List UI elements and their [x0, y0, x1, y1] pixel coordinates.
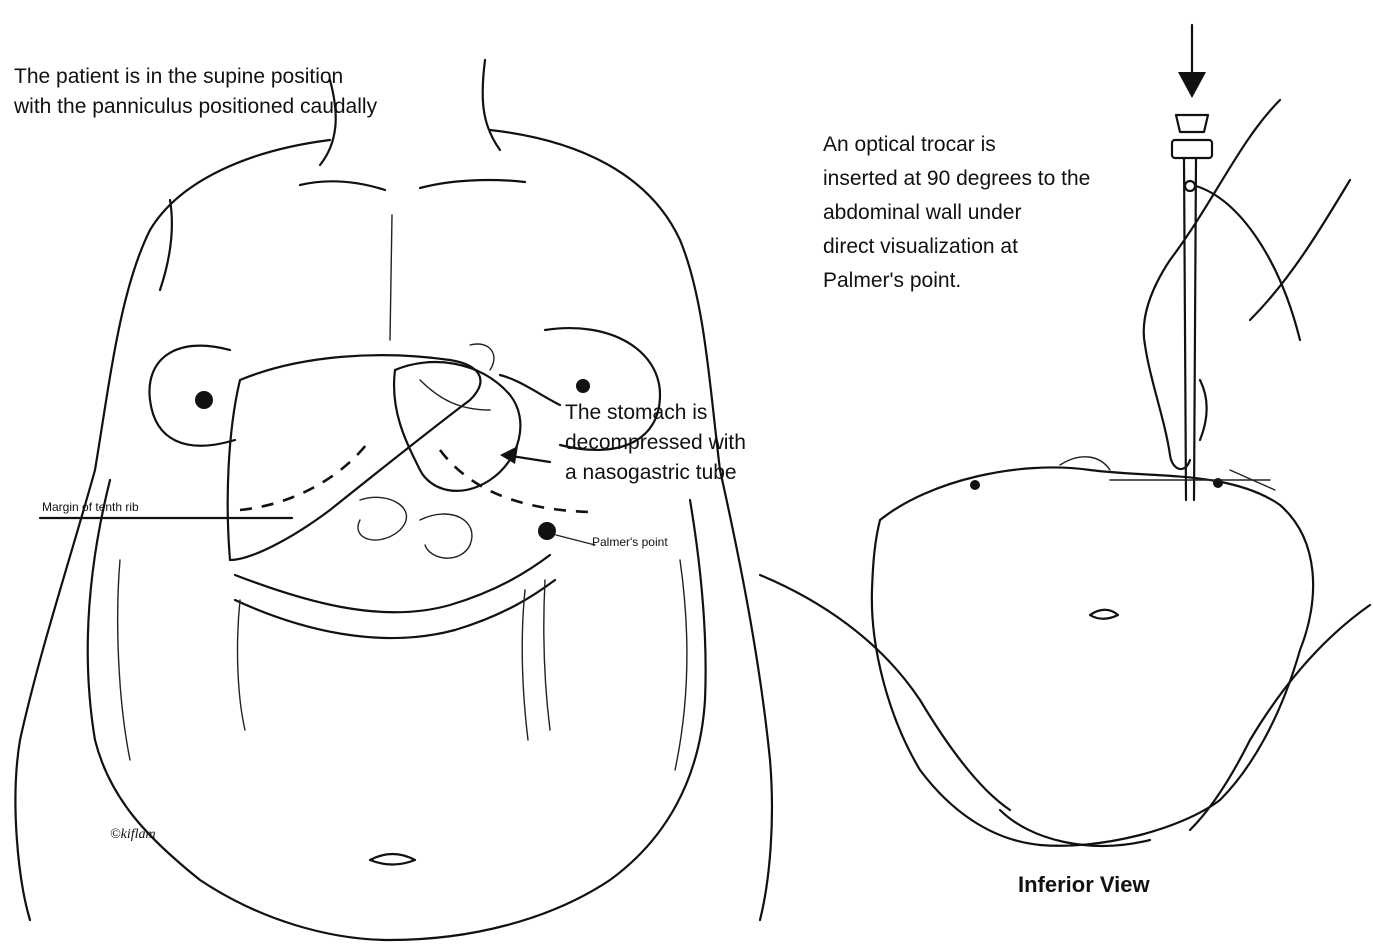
- small-bowel-loop-1: [358, 497, 406, 540]
- stomach-leader-line: [500, 375, 560, 405]
- transverse-colon-lower: [235, 580, 555, 638]
- right-nipple: [576, 379, 590, 393]
- trocar-shaft-left: [1184, 158, 1186, 500]
- inferior-umbilicus: [1090, 610, 1118, 619]
- left-breast-outline: [149, 346, 235, 446]
- trocar-port: [1185, 181, 1195, 191]
- insertion-arrowhead: [1178, 72, 1206, 98]
- lower-fold: [1000, 810, 1150, 846]
- right-clavicle: [420, 180, 525, 188]
- surgeon-arm-upper: [1144, 100, 1280, 345]
- descending-colon: [522, 590, 528, 740]
- stomach-caption: The stomach is decompressed with a nasog…: [565, 398, 746, 488]
- artist-signature: ©kiflam: [110, 827, 156, 842]
- neck-right-line: [483, 60, 500, 150]
- surgeon-thumb: [1200, 380, 1207, 440]
- ascending-colon: [238, 600, 245, 730]
- surgeon-hand-palm: [1145, 345, 1190, 469]
- abdomen-outline: [872, 467, 1313, 845]
- right-flank-line: [675, 560, 687, 770]
- left-flank-line: [118, 560, 130, 760]
- sternum-line: [390, 215, 392, 340]
- left-clavicle: [300, 181, 385, 190]
- inferior-view-title: Inferior View: [1018, 872, 1150, 898]
- trocar-shaft-right: [1194, 158, 1196, 500]
- rib-label: Margin of tenth rib: [42, 500, 139, 514]
- left-shoulder-outline: [95, 140, 330, 470]
- palmers-point-marker: [538, 522, 556, 540]
- panniculus-outline: [88, 480, 706, 940]
- nasogastric-tube: [470, 344, 494, 370]
- palmers-point-leader: [556, 535, 595, 545]
- left-arm-outline: [15, 470, 95, 920]
- palmers-point-label: Palmer's point: [592, 535, 668, 549]
- position-caption: The patient is in the supine position wi…: [14, 62, 377, 122]
- liver-outline: [228, 355, 481, 560]
- inferior-left-nipple: [970, 480, 980, 490]
- descending-colon-edge: [544, 580, 550, 730]
- left-nipple: [195, 391, 213, 409]
- left-costal-margin: [240, 440, 370, 510]
- left-thigh-outline: [760, 575, 1010, 810]
- trocar-valve: [1172, 140, 1212, 158]
- stomach-outline: [394, 362, 520, 491]
- trocar-cap: [1176, 115, 1208, 132]
- small-bowel-loop-2: [420, 514, 472, 558]
- transverse-colon-upper: [235, 555, 550, 612]
- right-arm-outline: [720, 470, 772, 920]
- umbilicus: [370, 854, 415, 865]
- optical-cable: [1196, 186, 1300, 340]
- trocar-caption: An optical trocar is inserted at 90 degr…: [823, 128, 1090, 298]
- right-thigh-outline: [1190, 605, 1370, 830]
